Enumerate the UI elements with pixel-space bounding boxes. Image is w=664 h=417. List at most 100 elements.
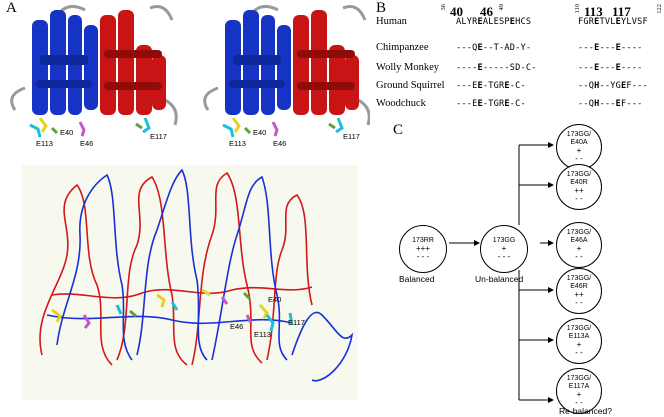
loop-ribbon	[10, 86, 26, 111]
sidechain	[201, 288, 211, 297]
sidechain	[29, 123, 42, 138]
helix-stripe	[104, 50, 162, 58]
panel-c-letter: C	[393, 122, 404, 138]
sidechain	[258, 304, 269, 319]
state-name-line1: 173GG/	[566, 275, 592, 282]
loop-ribbon	[203, 86, 219, 111]
trace-strand	[51, 286, 313, 299]
state-circle-mutant: 173GG/E40A+- -	[556, 124, 602, 170]
stereo-view-right	[203, 5, 370, 138]
ruler-segment-1: 36 40 46 49	[440, 4, 506, 22]
helix	[100, 15, 116, 115]
trace-strand	[39, 183, 113, 366]
state-name-line2: E46R	[570, 283, 588, 290]
helix	[225, 20, 241, 115]
loop-ribbon	[58, 5, 86, 14]
species-label: Chimpanzee	[376, 42, 429, 53]
minus-level: - -	[575, 154, 583, 163]
minus-level: - - -	[416, 252, 430, 261]
sequence-segment-2: FGRETVLEYLVSF	[578, 17, 648, 27]
sidechain	[50, 126, 59, 135]
trace-strand	[266, 193, 313, 361]
sidechain-cluster	[51, 288, 294, 332]
residue-label-e113: E113	[229, 139, 246, 148]
sidechain	[220, 296, 229, 305]
sidechain	[328, 122, 336, 130]
sidechain	[288, 312, 294, 326]
ruler-tick-46: 46	[480, 4, 493, 19]
sidechain	[245, 314, 253, 324]
minus-level: - -	[575, 298, 583, 307]
helix-stripe	[233, 55, 281, 65]
trace-strand	[291, 311, 354, 382]
loop-ribbon	[164, 98, 178, 126]
ruler-segment-2: 110 113 117 122	[574, 4, 664, 22]
sidechain	[222, 123, 235, 138]
sequence-segment-2: --QH--YGEF---	[578, 81, 648, 91]
backbone-trace-figure	[39, 168, 354, 382]
state-circle-mutant: 173GG/E113A+- -	[556, 318, 602, 364]
stereo-structure-figure	[10, 5, 370, 138]
loop-ribbon	[149, 5, 174, 21]
helix-stripe	[229, 80, 285, 88]
sequence-segment-2: ---E---E----	[578, 63, 643, 73]
state-circle-mutant: 173GG/E46A+- -	[556, 222, 602, 268]
species-label: Wolly Monkey	[376, 62, 440, 73]
blue-helix-bundle	[225, 10, 291, 115]
sequence-segment-2: --QH---EF---	[578, 99, 643, 109]
residue-label-e113: E113	[36, 139, 53, 148]
helix	[136, 45, 152, 115]
red-backbone-trace	[39, 171, 313, 366]
state-name-line1: 173GG/	[566, 375, 592, 382]
sidechain	[231, 117, 241, 133]
helix	[32, 20, 48, 115]
caption-unbalanced: Un-balanced	[475, 274, 524, 284]
ruler-tick-40: 40	[450, 4, 463, 19]
helix-stripe	[297, 82, 355, 90]
caption-rebalanced: Re-balanced?	[559, 406, 612, 416]
state-name-line2: E40A	[570, 139, 588, 146]
plus-level: +	[576, 340, 582, 349]
plus-level: +	[576, 146, 582, 155]
state-name: 173RR	[412, 237, 434, 244]
residue-label-e40: E40	[253, 128, 267, 137]
sidechain	[156, 293, 166, 308]
sidechain	[78, 121, 86, 137]
state-circle-mutant: 173GG/E117A+- -	[556, 368, 602, 414]
state-name: 173GG	[492, 237, 516, 244]
plus-level: +++	[415, 244, 430, 253]
state-name-line2: E46A	[570, 237, 588, 244]
sidechain	[51, 308, 62, 323]
sidechain	[142, 117, 151, 134]
sequence-segment-1: ----E-----SD-C-	[456, 63, 537, 73]
residue-label-e117: E117	[343, 132, 360, 141]
state-circle-balanced: 173RR +++ - - -	[399, 225, 447, 273]
blue-helix-bundle	[32, 10, 98, 115]
state-name-line2: E117A	[568, 383, 590, 390]
loop-ribbon	[251, 5, 279, 14]
trace-label-e40: E40	[268, 295, 282, 304]
minus-level: - -	[575, 348, 583, 357]
ruler-tick-117: 117	[612, 4, 631, 19]
sidechain	[242, 291, 252, 301]
flow-arrows	[449, 142, 554, 403]
helix-stripe	[104, 82, 162, 90]
helix	[329, 45, 345, 115]
plus-level: +	[576, 244, 582, 253]
trace-label-e46: E46	[230, 322, 244, 331]
state-name-line1: 173GG/	[566, 131, 592, 138]
residue-label-e46: E46	[273, 139, 287, 148]
sidechain	[82, 314, 91, 329]
species-label: Woodchuck	[376, 98, 426, 109]
red-helix-bundle	[293, 10, 359, 115]
state-name-line2: E40R	[570, 179, 588, 186]
helix	[118, 10, 134, 115]
sidechain	[135, 122, 143, 130]
residue-label-e46: E46	[80, 139, 94, 148]
sidechain	[129, 309, 137, 318]
minus-level: - -	[575, 398, 583, 407]
trace-strand	[116, 175, 188, 366]
sidechain	[243, 126, 252, 135]
state-name-line1: 173GG/	[566, 229, 592, 236]
residue-label-e40: E40	[60, 128, 74, 137]
